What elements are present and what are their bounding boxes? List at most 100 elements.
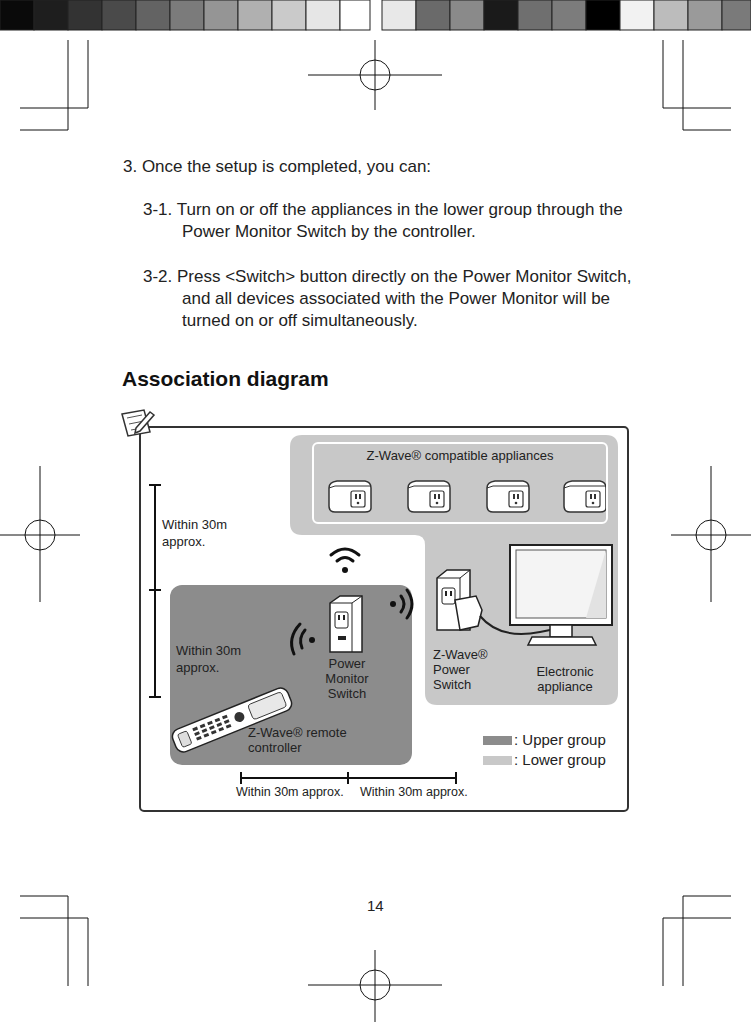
color-bar [416,0,450,30]
dimension-line [241,772,348,784]
color-bar [102,0,136,30]
power-monitor-switch-icon [335,612,348,628]
color-bar [272,0,306,30]
registration-mark [671,466,751,602]
color-bar [170,0,204,30]
dimension-line [348,772,456,784]
remote-controller-icon [202,728,208,733]
appliance-icon [487,481,529,512]
television-icon [516,550,606,618]
registration-mark [0,466,80,602]
remote-controller-icon [224,719,230,724]
television-icon [550,625,572,637]
color-bar [552,0,586,30]
power-monitor-switch-icon [330,596,362,652]
color-bar [586,0,620,30]
page-number: 14 [367,896,384,915]
node-text: Z-Wave® compatible appliances [320,449,600,464]
remote-controller-icon [209,725,215,730]
crop-mark [20,40,731,986]
television-icon [510,545,612,645]
remote-controller-icon [192,727,198,732]
node-text: Power Monitor Switch [318,657,376,702]
remote-controller-icon [211,730,217,735]
television-icon [586,550,606,618]
power-monitor-switch-icon [338,615,340,620]
crop-mark [20,40,88,130]
wireless-symbol [390,601,396,607]
device-label: Z-Wave® remote controller [246,724,358,764]
instruction-text: 3. Once the setup is completed, you can: [123,156,683,178]
remote-controller-icon [215,718,221,723]
color-bar [0,0,751,30]
distance-label: Within 30m approx. [236,784,344,800]
registration-mark [0,40,751,1022]
remote-controller-icon [207,721,213,726]
appliance-icon [564,481,606,512]
node-text: Z-Wave® remote controller [248,726,356,756]
power-switch-icon [450,591,452,596]
remote-controller-icon [248,692,287,720]
lower-left-region [170,585,412,765]
wireless-symbol [401,596,404,612]
legend-swatch [483,756,512,765]
remote-controller-icon [216,722,222,727]
color-bar [204,0,238,30]
distance-label: Within 30m approx. [162,517,240,550]
appliance-icon [329,481,371,512]
wireless-symbol [337,558,353,562]
node-text: Z-Wave® Power Switch [433,648,495,693]
registration-mark [308,950,442,1022]
wireless-symbol [292,549,412,654]
device-label: Z-Wave® Power Switch [431,646,497,701]
remote-controller-icon [192,709,246,741]
color-bar [382,0,416,30]
note-icon [122,410,154,436]
color-bar [238,0,272,30]
dimension-line [149,590,161,697]
power-monitor-switch-icon [343,615,345,620]
legend-text: : Lower group [514,750,606,769]
diagram-frame [140,427,628,811]
legend-swatch [483,736,512,745]
color-bar [136,0,170,30]
color-bar [688,0,722,30]
remote-controller-icon [177,731,192,748]
distance-label: Within 30m approx. [360,784,468,800]
color-bar [340,0,370,30]
remote-controller-icon [218,727,224,732]
remote-controller-icon [203,733,209,738]
television-icon [510,545,612,625]
remote-controller-icon [222,715,228,720]
television-icon [528,637,596,645]
appliance-icon [329,481,606,512]
dimension-line [149,485,456,784]
crop-mark [663,40,731,130]
color-bar [518,0,552,30]
registration-mark [308,40,442,110]
dimension-line [149,485,161,590]
wireless-symbol [331,549,359,555]
color-bar [0,0,34,30]
upper-right-region [290,435,618,705]
color-bar [306,0,340,30]
power-switch-icon [455,596,482,630]
color-bar [722,0,751,30]
remote-controller-icon [196,736,202,741]
crop-mark [20,896,88,986]
crop-mark [663,896,731,986]
color-bar [450,0,484,30]
remote-controller-icon [233,710,246,723]
instruction-text: 3-2. Press <Switch> button directly on t… [143,266,635,331]
power-monitor-switch-icon [330,596,362,652]
color-bar [620,0,654,30]
distance-label: Within 30m approx. [176,643,254,676]
wireless-symbol [407,590,412,618]
wireless-symbol [301,630,305,648]
note-icon [135,412,154,433]
wireless-symbol [309,637,315,643]
remote-controller-icon [200,724,206,729]
legend-text: : Upper group [514,730,606,749]
heading: Association diagram [122,366,329,393]
node-text: Electronic appliance [524,665,606,695]
